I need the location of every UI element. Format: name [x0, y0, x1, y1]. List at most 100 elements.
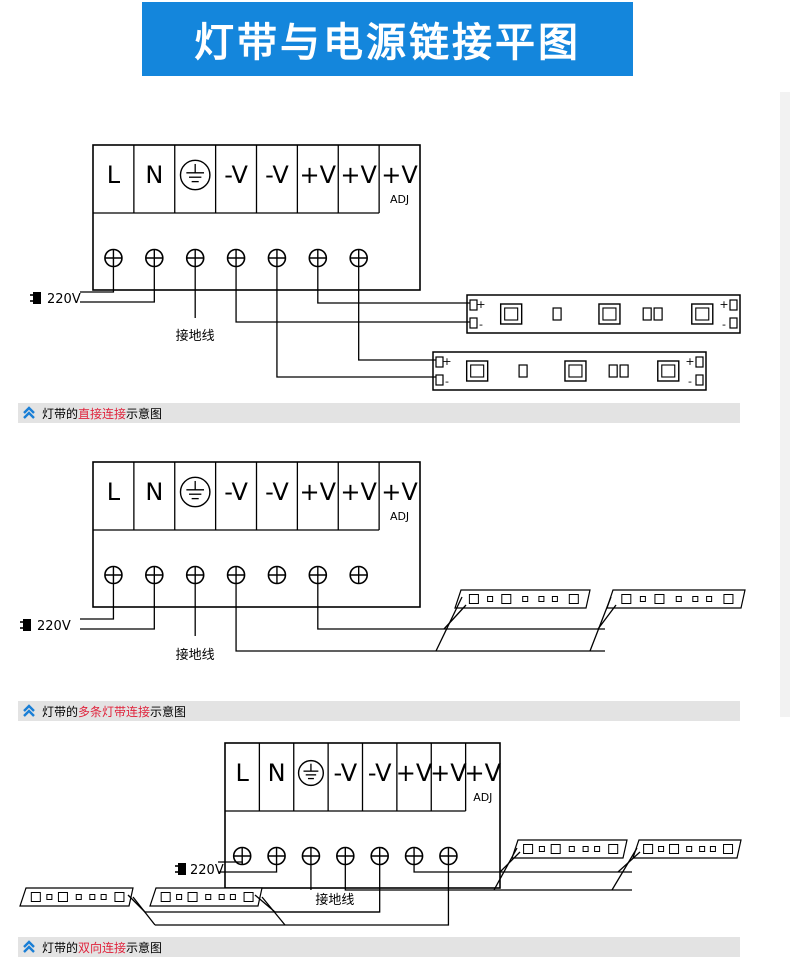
- caption-bidirectional: 灯带的双向连接示意图: [18, 937, 740, 957]
- led-chip: [643, 844, 654, 854]
- terminal-label: -V: [265, 478, 289, 506]
- caption-prefix: 灯带的: [42, 940, 79, 955]
- resistor: [686, 846, 693, 852]
- caption-highlight: 多条灯带连接: [78, 704, 151, 719]
- strip-minus-label: -: [479, 318, 483, 331]
- ground-symbol-icon: [179, 159, 211, 191]
- terminal-label: L: [236, 759, 250, 787]
- led-chip: [723, 594, 734, 604]
- screw-terminal-icon: [185, 248, 205, 268]
- strip-minus-label: -: [445, 375, 449, 388]
- screw-terminal-icon: [370, 846, 389, 866]
- screw-terminal-icon: [145, 565, 164, 585]
- strip-plus-label: +: [685, 355, 694, 368]
- screw-terminal-icon: [145, 248, 164, 268]
- resistor: [619, 364, 629, 378]
- led-chip: [608, 844, 619, 854]
- screw-terminal-icon: [301, 846, 321, 866]
- led-strip-1: +-+-: [466, 294, 741, 334]
- led-chip: [187, 892, 198, 902]
- resistor: [594, 846, 601, 852]
- resistor: [522, 596, 529, 602]
- caption-direct: 灯带的直接连接示意图: [18, 403, 740, 423]
- led-strip-3: [454, 589, 591, 609]
- led-strip-4: [606, 589, 746, 609]
- strip-plus-label: +: [476, 298, 485, 311]
- terminal-label: -V: [333, 759, 357, 787]
- resistor: [75, 894, 82, 900]
- led-chip: [114, 892, 125, 902]
- adj-label: ADJ: [390, 510, 409, 523]
- screw-terminal-icon: [349, 565, 368, 585]
- led-chip: [501, 594, 512, 604]
- terminal-label: L: [107, 161, 121, 189]
- screw-terminal-icon: [104, 248, 123, 268]
- ground-wire-label: 接地线: [315, 892, 354, 908]
- power-plug-icon: [30, 292, 41, 304]
- terminal-label: N: [145, 161, 163, 189]
- screw-terminal-icon: [226, 565, 246, 585]
- led-chip: [30, 892, 41, 902]
- led-strip-5: [511, 839, 628, 859]
- led-strip-7: [19, 887, 134, 907]
- screw-terminal-icon: [336, 846, 355, 866]
- ground-symbol-icon: [179, 476, 211, 508]
- screw-terminal-icon: [404, 846, 424, 866]
- caption-prefix: 灯带的: [42, 704, 79, 719]
- terminal-label: +V: [465, 759, 502, 787]
- resistor: [538, 596, 545, 602]
- screw-terminal-icon: [349, 248, 368, 268]
- ground-symbol-icon: [297, 759, 325, 787]
- led-chip: [723, 844, 734, 854]
- resistor: [568, 846, 575, 852]
- resistor: [176, 894, 183, 900]
- led-chip: [468, 594, 479, 604]
- resistor: [699, 846, 706, 852]
- resistor: [582, 846, 589, 852]
- terminal-label: +V: [396, 759, 433, 787]
- ground-wire-label: 接地线: [176, 647, 215, 663]
- led-chip: [621, 594, 632, 604]
- terminal-label: -V: [265, 161, 289, 189]
- strip-minus-label: -: [688, 375, 692, 388]
- screw-terminal-icon: [226, 248, 246, 268]
- terminal-label: +V: [381, 478, 418, 506]
- screw-terminal-icon: [104, 565, 123, 585]
- caption-highlight: 双向连接: [78, 940, 127, 955]
- terminal-label: L: [107, 478, 121, 506]
- double-chevron-up-icon: [23, 704, 35, 717]
- screw-terminal-icon: [267, 565, 287, 585]
- resistor: [552, 307, 562, 321]
- terminal-label: +V: [340, 161, 377, 189]
- caption-multi: 灯带的多条灯带连接示意图: [18, 701, 740, 721]
- screw-terminal-icon: [267, 248, 287, 268]
- page-title: 灯带与电源链接平图: [142, 2, 633, 76]
- led-chip: [568, 594, 579, 604]
- screw-terminal-icon: [308, 565, 328, 585]
- led-chip: [243, 892, 254, 902]
- resistor: [653, 307, 663, 321]
- terminal-label: +V: [430, 759, 467, 787]
- resistor: [487, 596, 494, 602]
- strip-plus-label: +: [719, 298, 728, 311]
- terminal-label: -V: [368, 759, 392, 787]
- resistor: [706, 596, 713, 602]
- led-chip: [669, 844, 680, 854]
- caption-suffix: 示意图: [126, 940, 163, 955]
- resistor: [639, 596, 646, 602]
- adj-label: ADJ: [473, 791, 492, 804]
- led-strip-8: [149, 887, 263, 907]
- resistor: [675, 596, 682, 602]
- terminal-label: -V: [224, 161, 248, 189]
- resistor: [608, 364, 618, 378]
- caption-prefix: 灯带的: [42, 406, 79, 421]
- resistor: [46, 894, 53, 900]
- caption-suffix: 示意图: [126, 406, 163, 421]
- led-chip: [160, 892, 171, 902]
- resistor: [551, 596, 558, 602]
- terminal-label: +V: [381, 161, 418, 189]
- led-chip: [523, 844, 534, 854]
